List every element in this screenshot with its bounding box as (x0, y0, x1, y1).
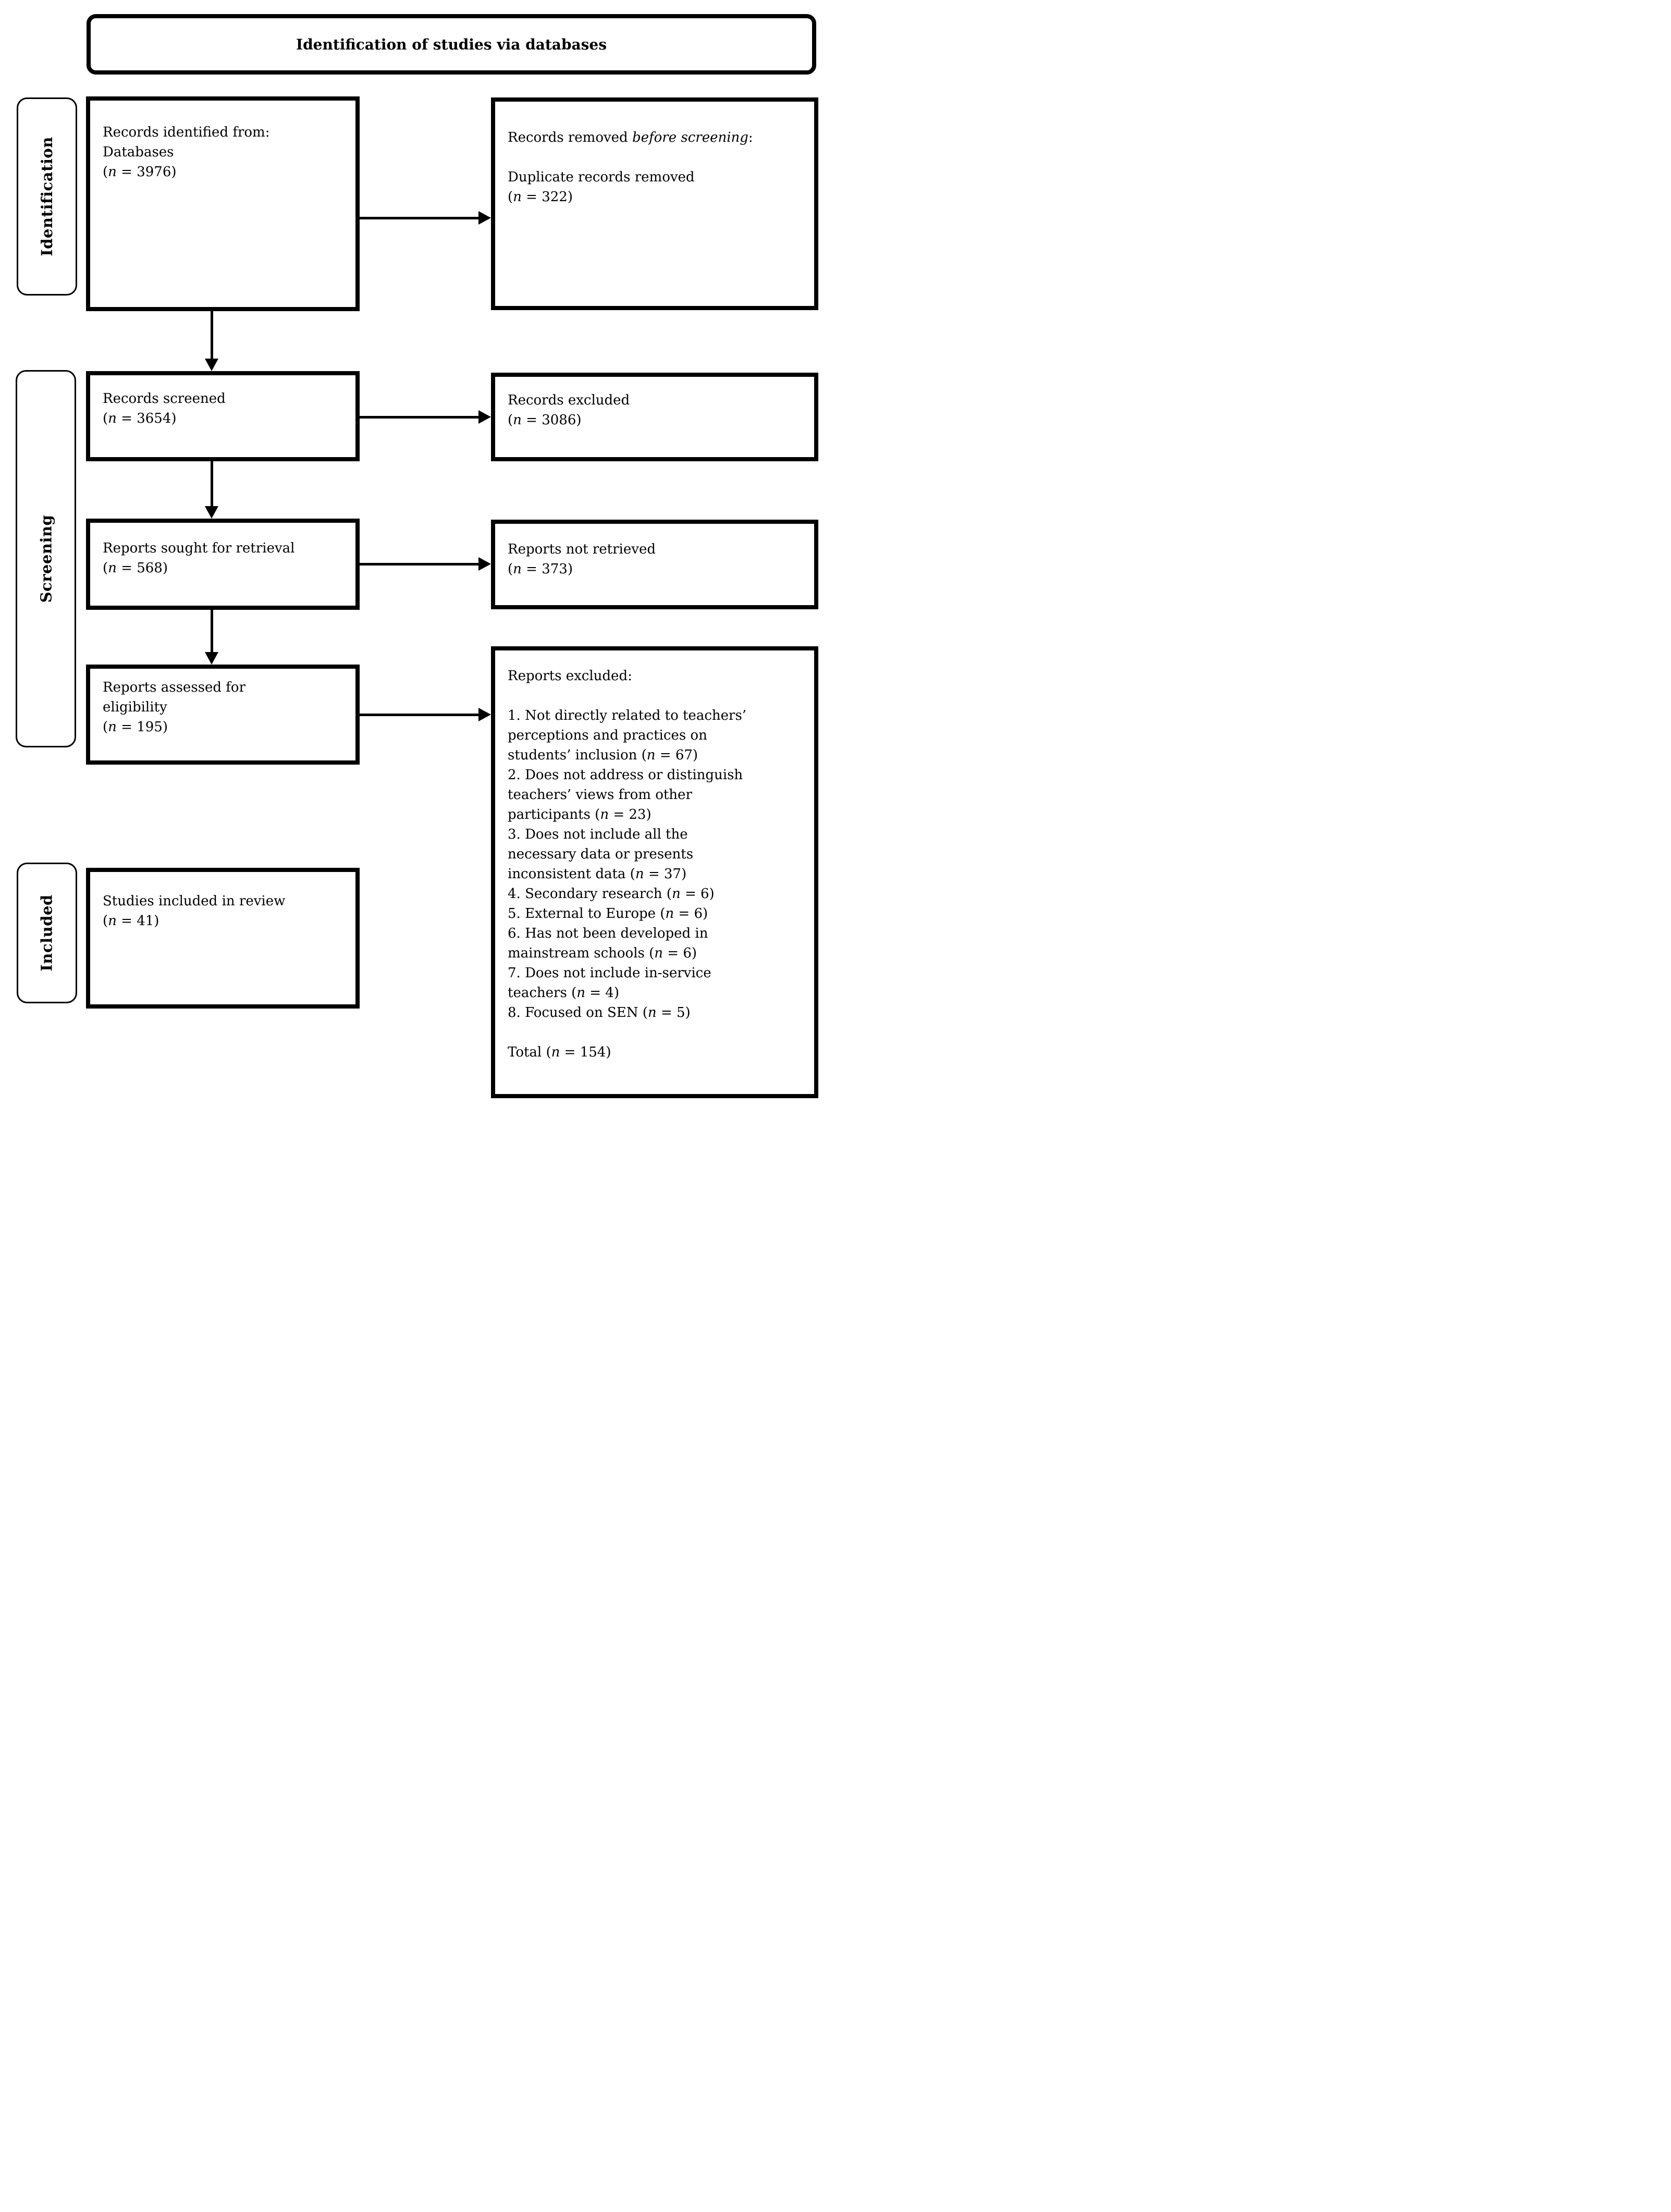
arrow-screened-to-excluded-line (360, 416, 478, 419)
arrow-assessed-to-reports-excluded-line (360, 714, 478, 716)
text-line: inconsistent data (n = 37) (508, 866, 687, 882)
stage-label-included: Included (17, 863, 77, 1003)
text-line: 8. Focused on SEN (n = 5) (508, 1005, 691, 1021)
arrow-identified-to-removed-head-icon (478, 211, 491, 225)
text-line: Records removed before screening: (508, 130, 753, 145)
text-line: 7. Does not include in-service (508, 965, 711, 981)
text-line: (n = 322) (508, 189, 573, 205)
stage-label-identification-text: Identification (38, 137, 56, 256)
diagram-title: Identification of studies via databases (296, 35, 607, 53)
text-line: students’ inclusion (n = 67) (508, 747, 698, 763)
stage-label-included-text: Included (38, 894, 56, 972)
box-records-excluded: Records excluded (n = 3086) (491, 373, 818, 461)
box-reports-not-retrieved: Reports not retrieved (n = 373) (491, 520, 818, 609)
box-records-screened: Records screened (n = 3654) (86, 371, 360, 461)
text-line: Reports sought for retrieval (103, 540, 295, 556)
stage-label-identification: Identification (17, 97, 77, 296)
text-line: Databases (103, 144, 174, 160)
text-line: 3. Does not include all the (508, 827, 688, 842)
text-line: (n = 373) (508, 561, 573, 577)
arrow-screened-to-sought-head-icon (205, 506, 218, 519)
text-line: 2. Does not address or distinguish (508, 767, 743, 783)
text-line: Total (n = 154) (508, 1044, 611, 1060)
box-reports-excluded-reasons: Reports excluded: 1. Not directly relate… (491, 646, 818, 1098)
text-line: eligibility (103, 699, 167, 715)
text-line: Duplicate records removed (508, 169, 695, 185)
text-line: 4. Secondary research (n = 6) (508, 886, 715, 902)
arrow-identified-to-removed-line (360, 217, 478, 219)
text-line: Records identified from: (103, 125, 270, 140)
box-records-removed-before-screening: Records removed before screening: Duplic… (491, 97, 818, 310)
text-line: teachers (n = 4) (508, 985, 619, 1001)
text-line: (n = 3976) (103, 164, 177, 180)
text-line: (n = 568) (103, 560, 168, 576)
text-line: teachers’ views from other (508, 787, 692, 803)
text-line: (n = 3654) (103, 411, 177, 426)
arrow-screened-to-excluded-head-icon (478, 410, 491, 424)
text-line: mainstream schools (n = 6) (508, 945, 697, 961)
text-line: 1. Not directly related to teachers’ (508, 708, 747, 723)
arrow-screened-to-sought-line (211, 461, 213, 506)
box-studies-included-in-review: Studies included in review (n = 41) (86, 868, 360, 1009)
text-line: perceptions and practices on (508, 728, 707, 743)
text-line: Studies included in review (103, 893, 286, 909)
text-line: (n = 3086) (508, 412, 582, 428)
prisma-flow-diagram: Identification of studies via databases … (0, 0, 836, 1106)
text-line: Records screened (103, 391, 226, 407)
arrow-identified-to-screened-line (211, 311, 213, 359)
text-line (508, 686, 807, 706)
text-line: (n = 41) (103, 913, 159, 929)
box-reports-sought-for-retrieval: Reports sought for retrieval (n = 568) (86, 519, 360, 610)
text-line (508, 148, 807, 167)
text-line: 5. External to Europe (n = 6) (508, 906, 708, 921)
text-line (508, 1023, 807, 1042)
text-line: (n = 195) (103, 719, 168, 735)
text-line: Records excluded (508, 392, 630, 408)
diagram-title-box: Identification of studies via databases (87, 14, 816, 75)
stage-label-screening-text: Screening (37, 514, 55, 603)
arrow-sought-to-not-retrieved-head-icon (478, 557, 491, 571)
arrow-sought-to-assessed-head-icon (205, 652, 218, 665)
box-records-identified: Records identified from: Databases (n = 39… (86, 96, 360, 311)
text-line: participants (n = 23) (508, 807, 652, 822)
text-line: Reports assessed for (103, 680, 246, 695)
arrow-identified-to-screened-head-icon (205, 359, 218, 371)
text-line: Reports excluded: (508, 668, 632, 684)
text-line: Reports not retrieved (508, 542, 656, 557)
arrow-sought-to-assessed-line (211, 610, 213, 652)
arrow-sought-to-not-retrieved-line (360, 563, 478, 566)
box-reports-assessed-for-eligibility: Reports assessed for eligibility (n = 195) (86, 665, 360, 765)
text-line: 6. Has not been developed in (508, 926, 708, 941)
text-line: necessary data or presents (508, 846, 694, 862)
stage-label-screening: Screening (16, 370, 76, 747)
arrow-assessed-to-reports-excluded-head-icon (478, 708, 491, 721)
